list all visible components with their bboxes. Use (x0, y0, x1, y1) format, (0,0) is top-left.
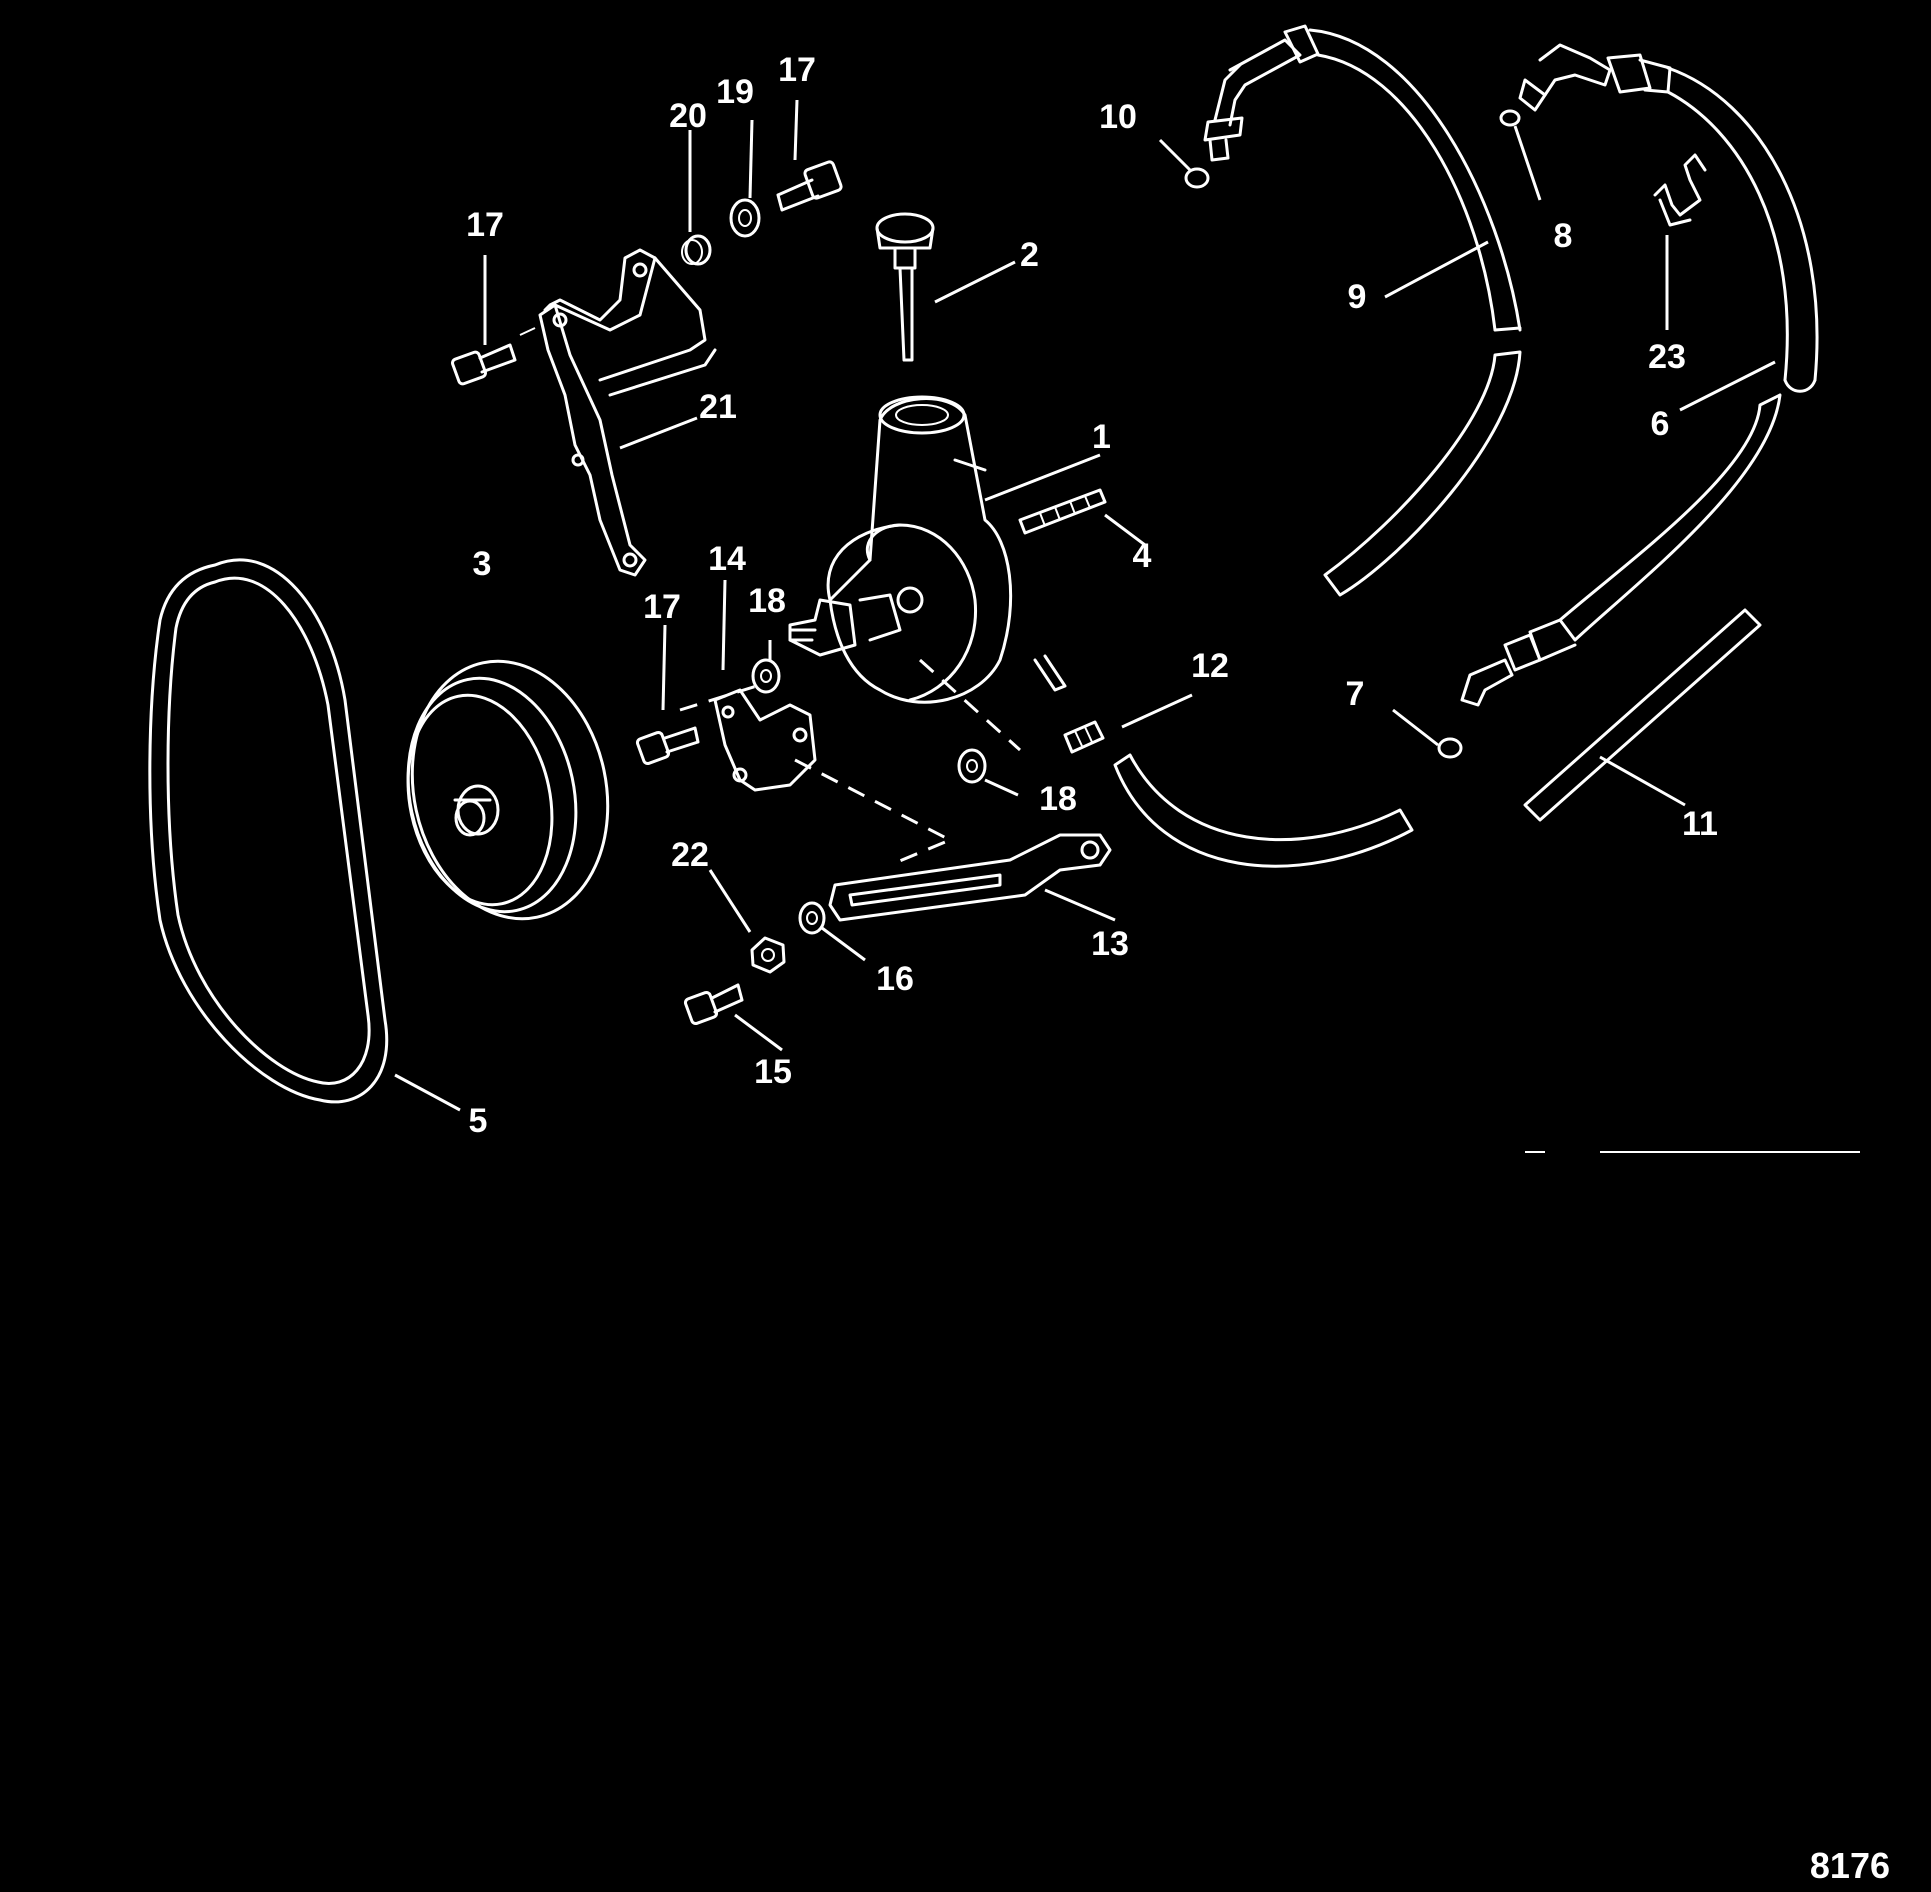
upper-mounting-bracket (519, 248, 717, 577)
callout-22: 22 (671, 836, 709, 874)
callout-20: 20 (669, 97, 707, 135)
drive-belt (148, 558, 389, 1104)
callout-1: 1 (1092, 418, 1111, 456)
callout-17-lower: 17 (643, 588, 681, 626)
adjusting-brace-13 (828, 833, 1112, 922)
callout-19: 19 (716, 73, 754, 111)
washer-18-lower (957, 748, 987, 784)
lower-bracket-14 (713, 688, 817, 792)
hose-11 (1113, 608, 1762, 868)
callout-14: 14 (708, 540, 746, 578)
callout-5: 5 (469, 1102, 488, 1140)
callout-21: 21 (699, 388, 737, 426)
callout-7: 7 (1346, 675, 1365, 713)
nut-22 (750, 936, 786, 974)
callout-11: 11 (1682, 805, 1718, 843)
reservoir-cap-dipstick (875, 212, 935, 362)
callout-16: 16 (876, 960, 914, 998)
callout-18-lower: 18 (1039, 780, 1077, 818)
spacer-20 (681, 234, 712, 266)
stud-4 (1018, 488, 1107, 535)
callout-8: 8 (1554, 217, 1573, 255)
alignment-lines (679, 658, 1022, 867)
hose-9 (1203, 24, 1522, 597)
fitting-12 (1063, 720, 1105, 754)
callout-labels: 1 2 3 4 5 6 7 8 9 10 11 12 13 14 15 16 1… (466, 51, 1718, 1140)
bolt-upper-left (451, 343, 517, 386)
callout-17-upper-right: 17 (778, 51, 816, 89)
callout-3: 3 (473, 545, 492, 583)
callout-15: 15 (754, 1053, 792, 1091)
washer-18-upper (751, 658, 781, 694)
callout-23: 23 (1648, 338, 1686, 376)
pump-pulley (406, 659, 610, 921)
callout-18-upper: 18 (748, 582, 786, 620)
hose-6 (1460, 43, 1819, 707)
callout-13: 13 (1091, 925, 1129, 963)
bolt-lower (635, 726, 700, 766)
callout-17-upper-left: 17 (466, 206, 504, 244)
o-ring-10 (1184, 167, 1210, 189)
callout-4: 4 (1133, 537, 1152, 575)
hose-clamp-23 (1653, 153, 1707, 227)
callout-9: 9 (1348, 278, 1367, 316)
callout-6: 6 (1651, 405, 1670, 443)
o-ring-8 (1499, 109, 1521, 127)
figure-number: 8176 (1810, 1845, 1890, 1886)
leader-lines (394, 99, 1776, 1112)
o-ring-7 (1437, 737, 1463, 759)
bolt-15 (683, 983, 744, 1026)
washer-16 (798, 901, 826, 935)
power-steering-pump (788, 395, 1067, 704)
callout-12: 12 (1191, 647, 1229, 685)
washer-19 (729, 198, 761, 238)
bolt-upper-right (776, 160, 843, 212)
callout-2: 2 (1020, 236, 1039, 274)
callout-10: 10 (1099, 98, 1137, 136)
